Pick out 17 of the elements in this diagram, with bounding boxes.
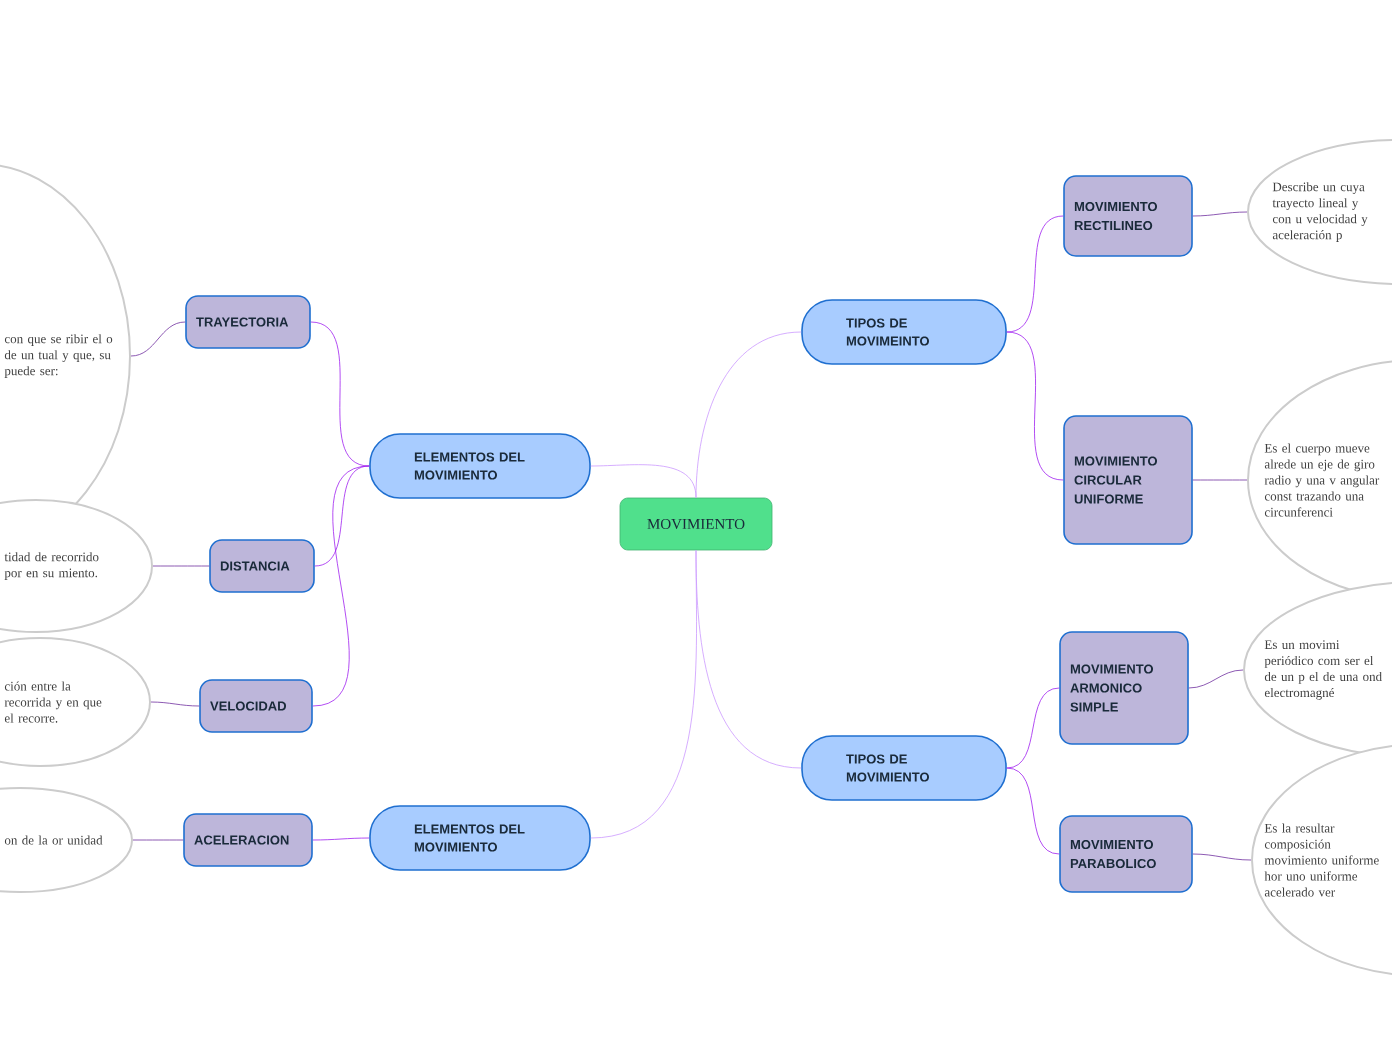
connector [1006,767,1060,855]
connector [695,331,802,498]
connector [1006,331,1064,481]
connector [152,565,210,567]
connector [1192,853,1252,861]
connector [1192,211,1248,217]
connector [130,321,186,357]
connector [1188,669,1244,689]
connector [312,465,370,707]
connector [1006,215,1064,333]
connector [150,701,200,707]
connector [310,321,370,467]
connector [1006,687,1060,769]
connector [132,839,184,841]
connector [312,837,370,841]
connector [1192,479,1248,481]
connector [695,550,802,769]
